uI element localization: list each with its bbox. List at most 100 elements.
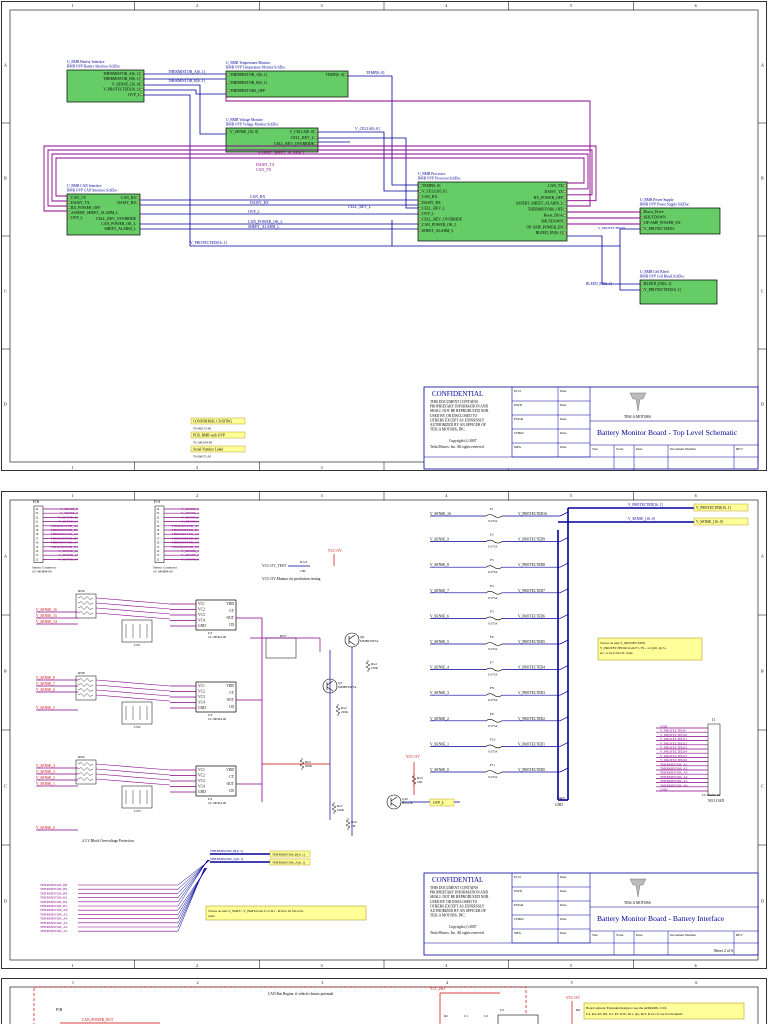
block-title: U_BMB Power Supply bbox=[640, 198, 674, 202]
thermistor-port-label: THERMISTOR_B[6..1] bbox=[272, 853, 305, 857]
port-marker bbox=[314, 130, 319, 134]
sheet-port: BLEED_EN[6..1] bbox=[644, 282, 671, 286]
tb-field-label: MFG bbox=[514, 931, 522, 935]
resistor-zigzag bbox=[77, 777, 94, 781]
ic-pin-label: VC1 bbox=[198, 684, 205, 688]
block-title: U_BMB Cell Bleed bbox=[640, 270, 669, 274]
border-col-label: 3 bbox=[321, 493, 323, 498]
border-row-label: C bbox=[4, 289, 7, 294]
monitor-ic bbox=[195, 765, 237, 797]
connector-net: THERMISTOR_B2 bbox=[172, 536, 200, 540]
resnet-ref: RN8 bbox=[78, 671, 85, 675]
port-marker bbox=[140, 72, 145, 76]
resistor-zigzag bbox=[77, 611, 94, 615]
sheet-port: DAISY_TX bbox=[71, 201, 90, 205]
sheet-port: SHUTDOWN bbox=[644, 216, 666, 220]
fuse-symbol bbox=[485, 642, 503, 646]
ic-pin-label: VC3 bbox=[198, 613, 205, 617]
fuse-input-net: V_SENSE_0 bbox=[430, 768, 449, 772]
options-note bbox=[583, 1002, 745, 1020]
port-marker bbox=[66, 201, 71, 205]
thermistor-net: THERMISTOR_B6 bbox=[40, 883, 68, 887]
border-col-label: 6 bbox=[695, 963, 697, 968]
connector-pin-number: 14 bbox=[157, 550, 160, 553]
sheet-port: OP-AMP_POWER_EN bbox=[527, 225, 564, 229]
net-wire bbox=[567, 235, 640, 285]
bus-port-label: V_SENSE_[16..0] bbox=[696, 520, 723, 524]
port-marker bbox=[417, 189, 422, 193]
border-row-label: A bbox=[4, 63, 7, 68]
copyright-text: Copyright (c) 2007 bbox=[449, 925, 477, 929]
border-row-label: C bbox=[761, 784, 764, 789]
sheet-port: OVP_L bbox=[422, 212, 434, 216]
border-col-label: 4 bbox=[446, 980, 448, 985]
notes-area bbox=[191, 418, 246, 460]
sheet-port: THERMISTOR_A[6..1] bbox=[230, 73, 267, 77]
cap-array bbox=[121, 785, 153, 809]
ic-pin-label: VC1 bbox=[198, 602, 205, 606]
sheet-port: CAN_TX bbox=[548, 184, 563, 188]
connector-pin-number: 16 bbox=[36, 542, 39, 545]
ic-pin-label: CD bbox=[229, 705, 234, 709]
sheet-title: Battery Monitor Board - Top Level Schema… bbox=[597, 428, 738, 437]
bus-entry bbox=[559, 562, 569, 568]
port-marker bbox=[563, 213, 568, 217]
ovp-port-label: OVP_L bbox=[433, 801, 444, 805]
ic-pin-label: VC2 bbox=[198, 690, 205, 694]
sheet-port: V_CELLS[6..0] bbox=[422, 190, 446, 194]
border-row-label: D bbox=[4, 899, 7, 904]
tb-bottom-label: Document Number bbox=[670, 933, 697, 937]
connector-net: V_SENSE_2 bbox=[181, 515, 199, 519]
connector-net: V_SENSE_4 bbox=[181, 549, 199, 553]
thermistor-port bbox=[269, 858, 311, 866]
connector-pin-number: 21 bbox=[36, 521, 39, 524]
border-col-label: 5 bbox=[570, 963, 572, 968]
resnet-wire bbox=[95, 689, 171, 697]
port-marker bbox=[639, 215, 644, 219]
connector-net: THERMISTOR_A1 bbox=[172, 524, 200, 528]
transistor-lead bbox=[390, 802, 398, 808]
bus-entry bbox=[559, 665, 569, 670]
sheet-symbol bbox=[66, 69, 145, 103]
resistor-zigzag bbox=[77, 767, 94, 771]
ic-pin-label: OUT bbox=[227, 782, 235, 786]
legal-line: SHALL NOT BE REPRODUCED NOR bbox=[430, 409, 489, 413]
options-note-line: Board options: Extended design to use th… bbox=[586, 1006, 667, 1011]
company-name: TESLA MOTORS bbox=[624, 901, 651, 905]
vsense-input: V_SENSE_16 bbox=[36, 608, 57, 612]
fuse-value: 0.375A bbox=[488, 545, 498, 549]
vsense-input: V_SENSE_8 bbox=[36, 676, 55, 680]
port-marker bbox=[417, 201, 422, 205]
fuse-output-net: V_PROTECTED6 bbox=[518, 614, 545, 618]
legal-line: OTHERS EXCEPT AS EXPRESSLY bbox=[430, 418, 485, 422]
fuse-symbol bbox=[485, 616, 503, 621]
sheet-port: DAISY_RX bbox=[422, 201, 441, 205]
border-col-label: 4 bbox=[445, 963, 447, 968]
border-col-label: 1 bbox=[71, 465, 73, 470]
border-row-label: A bbox=[761, 554, 764, 559]
fuse-input-net: V_SENSE_5 bbox=[430, 640, 449, 644]
ic-pin-label: VC4 bbox=[198, 619, 205, 623]
test-caption: VCC+5V Monitor for production testing bbox=[262, 577, 321, 581]
tb-bottom-label: Scale bbox=[616, 933, 624, 937]
connector-net: THERMISTOR_A2 bbox=[172, 532, 200, 536]
resistor-network bbox=[75, 759, 97, 785]
resistor-ref: Rx4 bbox=[371, 662, 377, 666]
thermistor-port bbox=[269, 850, 311, 858]
net-label: DAISY_RX bbox=[250, 201, 269, 205]
bom-note-part: 70-1003-04-00 bbox=[193, 441, 213, 445]
border-col-label: 5 bbox=[570, 493, 572, 498]
resistor-symbol bbox=[331, 802, 337, 814]
connector-pin-number: 12 bbox=[157, 558, 160, 561]
net-wire bbox=[55, 157, 585, 197]
port-marker bbox=[563, 219, 568, 223]
thermistor-net: THERMISTOR_A5 bbox=[40, 912, 68, 916]
ic-pin-label: CD bbox=[229, 789, 234, 793]
fuse-output-net: V_PROTECTED1 bbox=[518, 742, 545, 746]
sheet-port: THERMISTOR_B[6..1] bbox=[230, 81, 267, 85]
legal-line: PROPRIETARY INFORMATION AND bbox=[430, 891, 488, 895]
sheet-port: SHUTDOWN bbox=[541, 219, 563, 223]
resistor-network bbox=[75, 593, 97, 619]
tb-date-label: Date bbox=[560, 403, 567, 407]
